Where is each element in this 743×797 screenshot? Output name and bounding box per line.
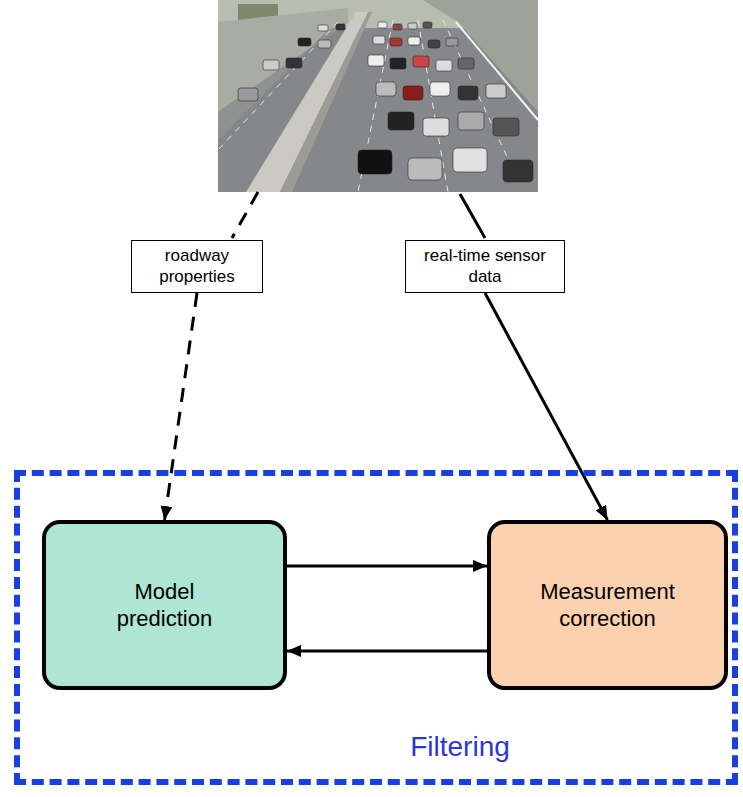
input-box: roadway properties — [131, 240, 263, 293]
group-region: Filtering Model prediction Measurement cor… — [14, 470, 738, 785]
node-text: Filtering — [380, 731, 540, 763]
input-box: real-time sensor data — [405, 240, 565, 293]
flow-arrow — [287, 564, 487, 567]
dashed-leader — [232, 192, 258, 238]
flow-arrow — [287, 649, 487, 652]
solid-leader — [460, 194, 485, 238]
node-text: roadway properties — [138, 246, 256, 287]
node-text: Model prediction — [100, 578, 230, 633]
node-text: Measurement correction — [528, 578, 688, 633]
node-text: real-time sensor data — [412, 246, 558, 287]
process-box: Model prediction — [42, 520, 287, 690]
process-box: Measurement correction — [487, 520, 728, 690]
flow-arrow — [165, 293, 198, 520]
flow-arrow — [485, 293, 608, 520]
